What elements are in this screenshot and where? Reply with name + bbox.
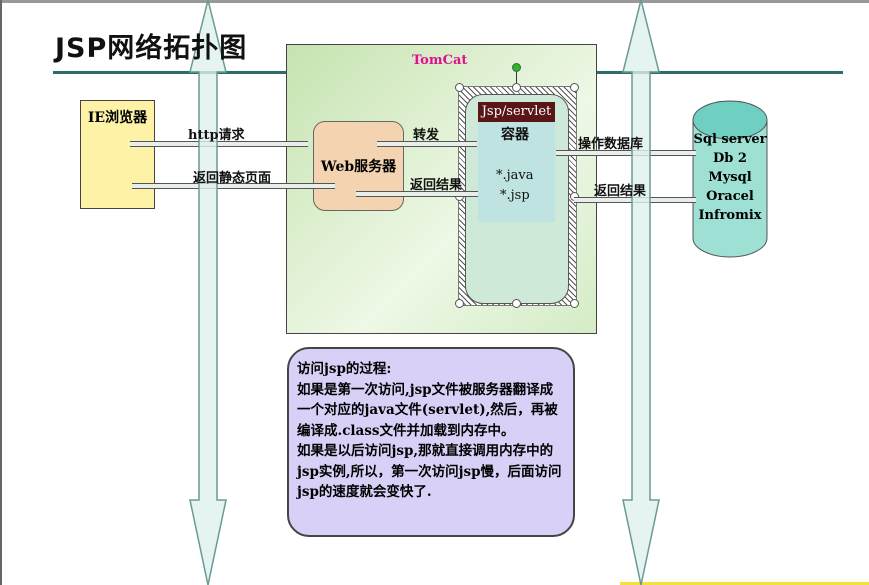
forward-label: 转发 xyxy=(413,128,440,143)
return-result-label-1: 返回结果 xyxy=(410,178,463,193)
left-border xyxy=(0,0,2,585)
note-paragraph: 如果是第一次访问,jsp文件被服务器翻译成一个对应的java文件(servlet… xyxy=(297,381,558,439)
resize-handle[interactable] xyxy=(455,83,464,92)
db-item: Db 2 xyxy=(713,151,747,166)
resize-handle[interactable] xyxy=(512,83,521,92)
db-item: Infromix xyxy=(698,208,762,223)
process-note: 访问jsp的过程: 如果是第一次访问,jsp文件被服务器翻译成一个对应的java… xyxy=(287,347,575,537)
container-file-java: *.java xyxy=(496,168,534,183)
database-list: Sql server Db 2 Mysql Oracel Infromix xyxy=(692,130,768,225)
database-cylinder xyxy=(692,100,768,258)
resize-handle[interactable] xyxy=(570,83,579,92)
http-request-label: http请求 xyxy=(188,128,245,143)
container-label: 容器 xyxy=(501,127,529,143)
vertical-double-arrow-left xyxy=(189,0,227,585)
return-static-arrow xyxy=(132,183,335,189)
resize-handle[interactable] xyxy=(512,299,521,308)
note-paragraph: 如果是以后访问jsp,那就直接调用内存中的jsp实例,所以，第一次访问jsp慢，… xyxy=(297,443,562,500)
note-heading: 访问jsp的过程: xyxy=(297,361,392,377)
vertical-double-arrow-right xyxy=(622,0,660,585)
resize-handle[interactable] xyxy=(570,299,579,308)
return-result-label-2: 返回结果 xyxy=(594,184,647,199)
http-request-arrow xyxy=(130,141,308,147)
rotate-handle-line xyxy=(516,70,517,88)
return-result-arrow-1 xyxy=(356,191,478,197)
top-border xyxy=(0,0,869,3)
forward-arrow xyxy=(377,141,477,147)
web-server-box: Web服务器 xyxy=(313,121,404,211)
resize-handle[interactable] xyxy=(455,299,464,308)
db-item: Mysql xyxy=(708,170,752,185)
browser-box: IE浏览器 xyxy=(80,100,155,209)
db-operate-label: 操作数据库 xyxy=(578,137,644,152)
db-item: Oracel xyxy=(706,189,754,204)
db-item: Sql server xyxy=(693,132,767,147)
db-operate-arrow xyxy=(556,150,696,156)
container-inner xyxy=(478,102,555,222)
tomcat-label: TomCat xyxy=(412,53,468,68)
container-file-jsp: *.jsp xyxy=(500,188,530,203)
return-static-label: 返回静态页面 xyxy=(193,171,272,186)
page-title: JSP网络拓扑图 xyxy=(55,33,248,64)
rotate-handle[interactable] xyxy=(512,63,521,72)
bottom-yellow-bar xyxy=(620,582,869,585)
container-header: Jsp/servlet xyxy=(478,102,555,122)
